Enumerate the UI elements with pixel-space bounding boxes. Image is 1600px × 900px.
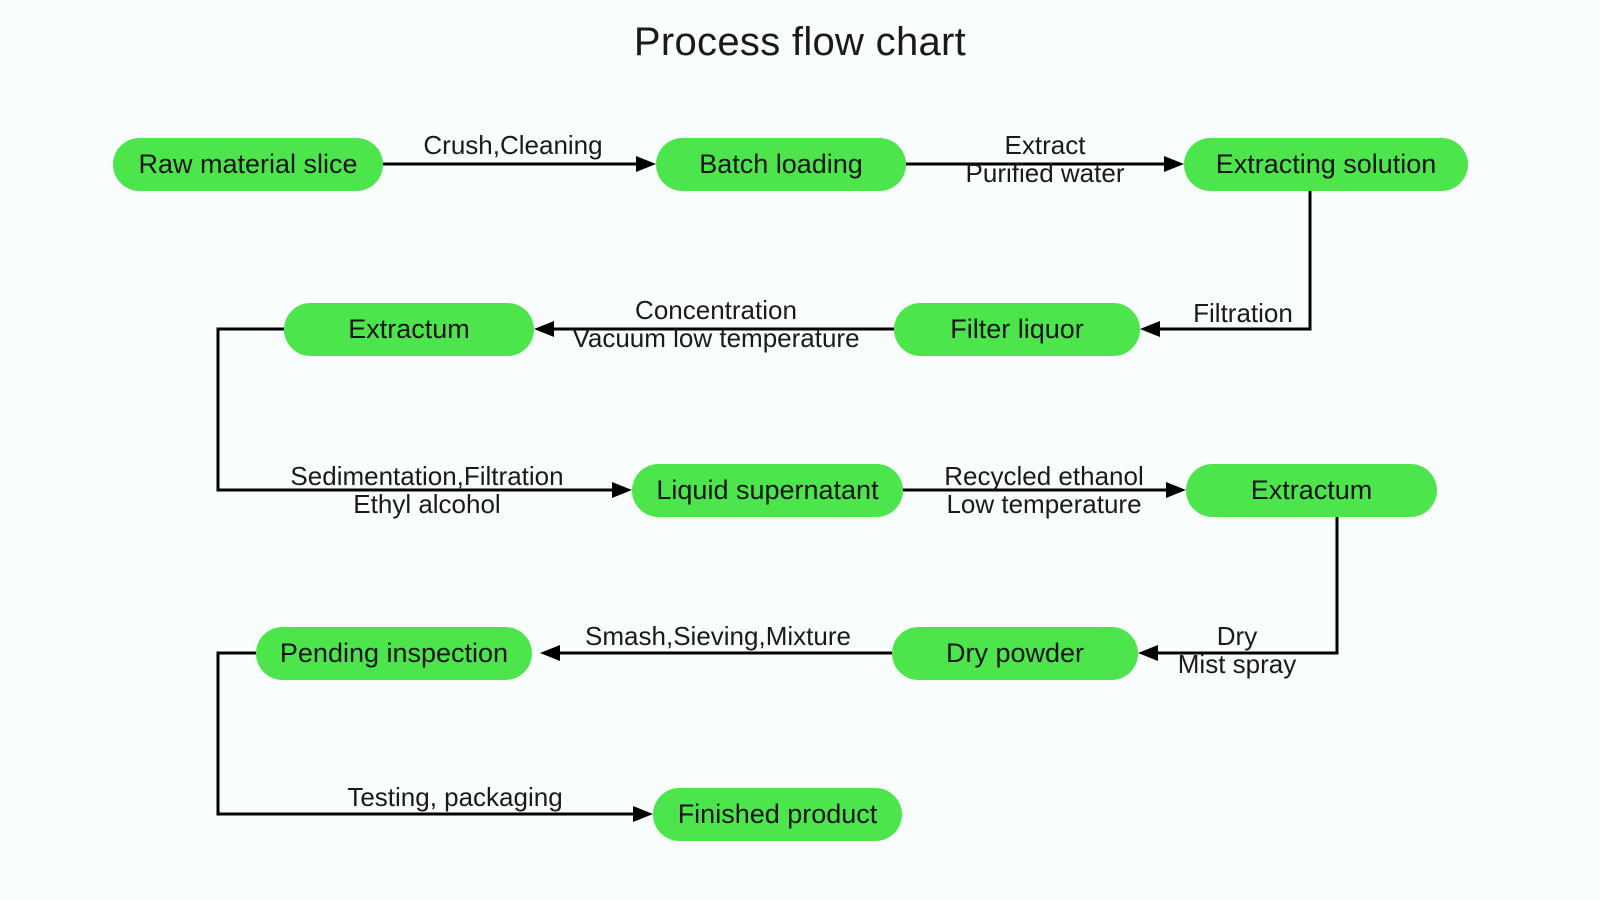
arrowhead-dry-mist-spray <box>1138 645 1158 661</box>
connector-sedimentation-ethyl-alcohol <box>216 327 624 492</box>
edge-label-line: Vacuum low temperature <box>572 323 860 354</box>
arrowhead-extract-purified-water <box>1164 156 1184 172</box>
node-filter-liquor[interactable]: Filter liquor <box>894 303 1140 356</box>
connector-testing-packaging <box>216 651 645 816</box>
connector-filtration <box>1148 191 1312 331</box>
edge-label-line: Low temperature <box>946 489 1142 520</box>
edge-label-line: Dry <box>1216 621 1258 651</box>
node-extracting-solution[interactable]: Extracting solution <box>1184 138 1468 191</box>
edge-label-line: Testing, packaging <box>347 782 563 812</box>
page-title: Process flow chart <box>633 20 967 64</box>
edge-label-line: Recycled ethanol <box>944 461 1144 491</box>
node-extractum-1[interactable]: Extractum <box>284 303 534 356</box>
edge-label-filtration: Filtration <box>1193 299 1293 327</box>
edge-label-line: Filtration <box>1193 298 1293 328</box>
node-liquid-supernatant[interactable]: Liquid supernatant <box>632 464 903 517</box>
arrowhead-testing-packaging <box>633 806 653 822</box>
arrowhead-filtration <box>1140 321 1160 337</box>
arrowhead-concentration-vacuum <box>534 321 554 337</box>
connector-dry-mist-spray <box>1146 517 1339 655</box>
edge-label-line: Concentration <box>635 295 797 325</box>
edge-label-line: Purified water <box>965 158 1125 189</box>
edge-label-line: Ethyl alcohol <box>353 489 501 520</box>
arrowhead-recycled-ethanol-low-temperature <box>1166 482 1186 498</box>
node-finished-product[interactable]: Finished product <box>653 788 902 841</box>
node-pending-inspection[interactable]: Pending inspection <box>256 627 532 680</box>
edge-label-line: Mist spray <box>1177 649 1297 680</box>
arrowhead-crush-cleaning <box>636 156 656 172</box>
edge-label-line: Crush,Cleaning <box>423 130 603 160</box>
edge-label-testing-packaging: Testing, packaging <box>347 783 562 811</box>
node-dry-powder[interactable]: Dry powder <box>892 627 1138 680</box>
node-extractum-2[interactable]: Extractum <box>1186 464 1437 517</box>
arrowhead-sedimentation-ethyl-alcohol <box>612 482 632 498</box>
edge-label-line: Sedimentation,Filtration <box>290 461 564 491</box>
edge-label-crush-cleaning: Crush,Cleaning <box>423 131 602 159</box>
node-batch-loading[interactable]: Batch loading <box>656 138 906 191</box>
node-raw-material-slice[interactable]: Raw material slice <box>113 138 383 191</box>
edge-label-line: Smash,Sieving,Mixture <box>585 621 851 651</box>
arrowhead-smash-sieving-mixture <box>540 645 560 661</box>
edge-label-smash-sieving-mixture: Smash,Sieving,Mixture <box>585 622 851 650</box>
edge-label-line: Extract <box>1004 130 1086 160</box>
